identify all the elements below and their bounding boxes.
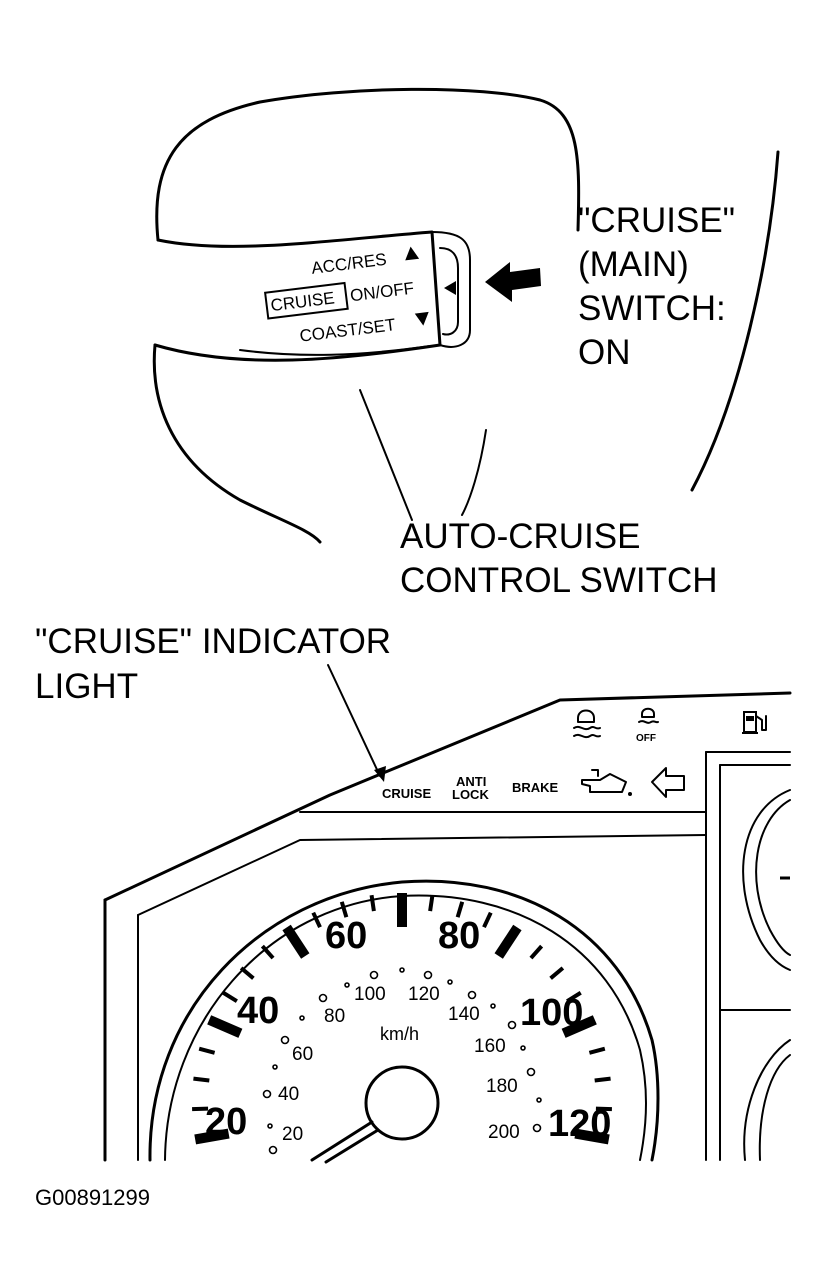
traction-control-icon (574, 711, 600, 738)
minor-tick (430, 895, 432, 911)
speedometer: 20 40 60 80 100 120 20 40 60 80 100 120 … (150, 881, 658, 1162)
needle-hub (366, 1067, 438, 1139)
minor-tick (595, 1079, 611, 1081)
main-switch-line-4: ON (578, 333, 631, 372)
warning-lamps: CRUISE ANTI LOCK BRAKE OFF (382, 709, 766, 802)
minor-tick (484, 913, 491, 928)
minor-tick (551, 968, 563, 978)
mph-100-label: 100 (520, 992, 583, 1034)
minor-tick (241, 968, 253, 978)
figure-code: G00891299 (35, 1185, 150, 1210)
kmh-60-label: 60 (292, 1044, 313, 1065)
kmh-20-label: 20 (282, 1124, 303, 1145)
auto-cruise-line-1: AUTO-CRUISE (400, 517, 641, 556)
acc-res-label: ACC/RES (310, 250, 387, 278)
off-label: OFF (636, 733, 656, 744)
anti-lock-label-2: LOCK (452, 787, 489, 802)
kmh-160-label: 160 (474, 1036, 506, 1057)
minor-tick (193, 1079, 209, 1081)
indicator-line-2: LIGHT (35, 667, 138, 706)
main-switch-callout: "CRUISE" (MAIN) SWITCH: ON (578, 201, 735, 372)
mph-40-label: 40 (237, 990, 279, 1032)
main-switch-line-1: "CRUISE" (578, 201, 735, 240)
kmh-200-label: 200 (488, 1122, 520, 1143)
cruise-control-lever: ACC/RES CRUISE ON/OFF COAST/SET (155, 232, 470, 520)
main-switch-line-2: (MAIN) (578, 245, 689, 284)
cruise-indicator-light: CRUISE (382, 786, 431, 801)
auto-cruise-line-2: CONTROL SWITCH (400, 561, 718, 600)
auto-cruise-callout: AUTO-CRUISE CONTROL SWITCH (400, 517, 718, 600)
mph-80-label: 80 (438, 915, 480, 957)
mph-120-label: 120 (548, 1103, 611, 1145)
major-tick (287, 928, 306, 956)
minor-tick (589, 1049, 604, 1053)
kmh-180-label: 180 (486, 1076, 518, 1097)
coast-set-label: COAST/SET (299, 315, 397, 346)
turn-signal-left-icon (652, 768, 684, 797)
minor-tick (531, 946, 542, 958)
major-tick (209, 1020, 240, 1033)
mph-20-label: 20 (205, 1101, 247, 1143)
triangle-down-icon (415, 312, 430, 327)
triangle-up-icon (404, 246, 419, 261)
indicator-line-1: "CRUISE" INDICATOR (35, 622, 391, 661)
minor-tick (313, 913, 320, 928)
indicator-leader (328, 665, 380, 776)
kmh-40-label: 40 (278, 1084, 299, 1105)
mph-60-label: 60 (325, 915, 367, 957)
minor-tick (223, 993, 237, 1001)
brake-label: BRAKE (512, 780, 559, 795)
triangle-left-icon (444, 281, 456, 295)
traction-control-off-icon: OFF (636, 709, 658, 744)
arrow-left-icon (485, 262, 541, 302)
unit-label: km/h (380, 1024, 419, 1044)
oil-can-icon (582, 770, 632, 796)
auto-cruise-leader (462, 430, 486, 515)
right-gauge (743, 790, 790, 1160)
main-switch-line-3: SWITCH: (578, 289, 726, 328)
major-tick (499, 928, 518, 956)
minor-tick (372, 895, 374, 911)
minor-tick (199, 1049, 214, 1053)
kmh-80-label: 80 (324, 1006, 345, 1027)
fuel-pump-icon (742, 712, 766, 733)
kmh-120-label: 120 (408, 984, 440, 1005)
on-off-label: ON/OFF (349, 279, 415, 306)
kmh-140-label: 140 (448, 1004, 480, 1025)
kmh-100-label: 100 (354, 984, 386, 1005)
indicator-callout: "CRUISE" INDICATOR LIGHT (35, 622, 391, 706)
